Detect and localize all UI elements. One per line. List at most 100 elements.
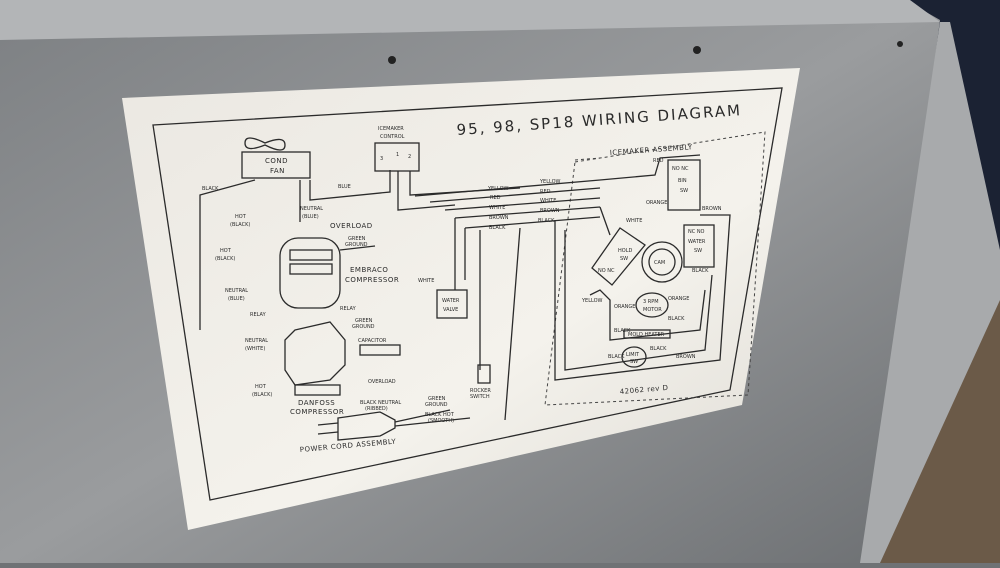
wire-label: BROWN [676, 354, 696, 360]
wire-label: (WHITE) [245, 346, 265, 352]
wire-label: HOT [255, 384, 267, 390]
wire-label: BLACK NEUTRAL [360, 400, 401, 406]
wire-label: BROWN [489, 215, 509, 221]
wire-label: BLUE [338, 184, 351, 190]
embraco-label: EMBRACO [350, 266, 388, 274]
water-switch-label: WATER [688, 239, 706, 245]
bin-switch-label: NO NC [672, 166, 689, 172]
wire-label: (BLACK) [230, 222, 250, 228]
wire-label: HOT [220, 248, 232, 254]
wire-label: BROWN [540, 208, 560, 214]
wire-label: BLACK [692, 268, 709, 274]
ground-label: GREEN [355, 318, 373, 324]
wire-label: BLACK [650, 346, 667, 352]
wire-label: WHITE [418, 278, 434, 284]
embraco-label: COMPRESSOR [345, 276, 399, 284]
water-switch-label: SW [694, 248, 702, 254]
wire-label: YELLOW [539, 179, 561, 185]
wire-label: (BLUE) [228, 296, 245, 302]
rocker-label: ROCKER [470, 388, 491, 394]
water-switch-box [683, 224, 715, 268]
power-plug-icon [337, 411, 396, 441]
cond-fan-label: FAN [270, 167, 285, 175]
wire-label: NEUTRAL [225, 288, 248, 294]
relay-label: RELAY [250, 312, 267, 318]
wire-label: ORANGE [614, 304, 635, 310]
limit-switch-label: SW [630, 359, 638, 365]
screw-hole [693, 46, 701, 54]
rocker-switch-icon [477, 364, 491, 384]
ground-label: GROUND [425, 402, 448, 408]
hold-switch-label: HOLD [618, 248, 632, 254]
icemaker-control-box [374, 142, 420, 172]
hold-switch-label: SW [620, 256, 628, 262]
pin-label: 1 [396, 152, 399, 158]
embraco-compressor-icon [279, 237, 341, 309]
cond-fan-box [241, 151, 311, 179]
wire-label: BROWN [702, 206, 722, 212]
wire-label: (RIBBED) [365, 406, 388, 412]
wire-label: WHITE [540, 198, 556, 204]
diagram-border [152, 87, 783, 501]
danfoss-label: DANFOSS [298, 399, 335, 407]
water-valve-label: VALVE [443, 307, 458, 313]
danfoss-compressor-icon [284, 321, 346, 386]
pin-label: 2 [408, 154, 411, 160]
limit-switch-label: LIMIT [626, 352, 640, 358]
danfoss-label: COMPRESSOR [290, 408, 344, 416]
overload-label: OVERLOAD [330, 222, 373, 230]
capacitor-label: CAPACITOR [358, 338, 387, 344]
relay-label: RELAY [340, 306, 357, 312]
mold-heater-label: MOLD HEATER [628, 332, 665, 338]
ground-label: GREEN [428, 396, 446, 402]
capacitor-icon [359, 344, 401, 356]
wire-label: (BLACK) [215, 256, 235, 262]
wiring-diagram-sticker [122, 68, 800, 530]
wire-label: NEUTRAL [245, 338, 268, 344]
wire-label: RED [490, 195, 501, 201]
wire-label: BLACK [489, 225, 506, 231]
wire-label: WHITE [626, 218, 642, 224]
cam-label: CAM [654, 260, 665, 266]
wire-label: NEUTRAL [300, 206, 323, 212]
bin-switch-box [667, 159, 701, 211]
wire-label: BLACK HOT [425, 412, 455, 418]
wire-label: BLACK [608, 354, 625, 360]
wire-label: BLACK [538, 218, 555, 224]
ground-label: GROUND [345, 242, 368, 248]
screw-hole [388, 56, 396, 64]
ground-label: GREEN [348, 236, 366, 242]
icemaker-control-label: CONTROL [380, 134, 405, 140]
ground-label: GROUND [352, 324, 375, 330]
water-valve-label: WATER [442, 298, 460, 304]
wire-label: (BLUE) [302, 214, 319, 220]
wire-label: BLACK [668, 316, 685, 322]
fan-icon [244, 137, 286, 151]
wire-label: YELLOW [487, 186, 509, 192]
wire-bundle: YELLOW RED WHITE BROWN BLACK YELLOW RED … [414, 179, 601, 421]
water-switch-label: NC NO [688, 229, 705, 235]
motor-icon [635, 292, 669, 318]
wire-label: BLACK [614, 328, 631, 334]
hold-switch-box [591, 227, 646, 286]
bin-switch-label: BIN [678, 178, 687, 184]
wire-label: HOT [235, 214, 247, 220]
limit-switch-icon [621, 346, 647, 368]
screw-hole [897, 41, 903, 47]
wire-label: WHITE [489, 205, 505, 211]
wire-label: ORANGE [668, 296, 689, 302]
panel-top-edge [0, 0, 940, 40]
cond-fan-label: COND [265, 157, 288, 165]
pin-label: 3 [380, 156, 383, 162]
mold-heater-box [623, 329, 671, 339]
wire-label: BLACK [202, 186, 219, 192]
wire-label: RED [653, 158, 664, 164]
wire-label: (BLACK) [252, 392, 272, 398]
motor-label: MOTOR [643, 307, 662, 313]
wire-label: ORANGE [646, 200, 667, 206]
cam-icon [641, 241, 683, 283]
water-valve-box [436, 289, 468, 319]
wire-label: YELLOW [581, 298, 603, 304]
